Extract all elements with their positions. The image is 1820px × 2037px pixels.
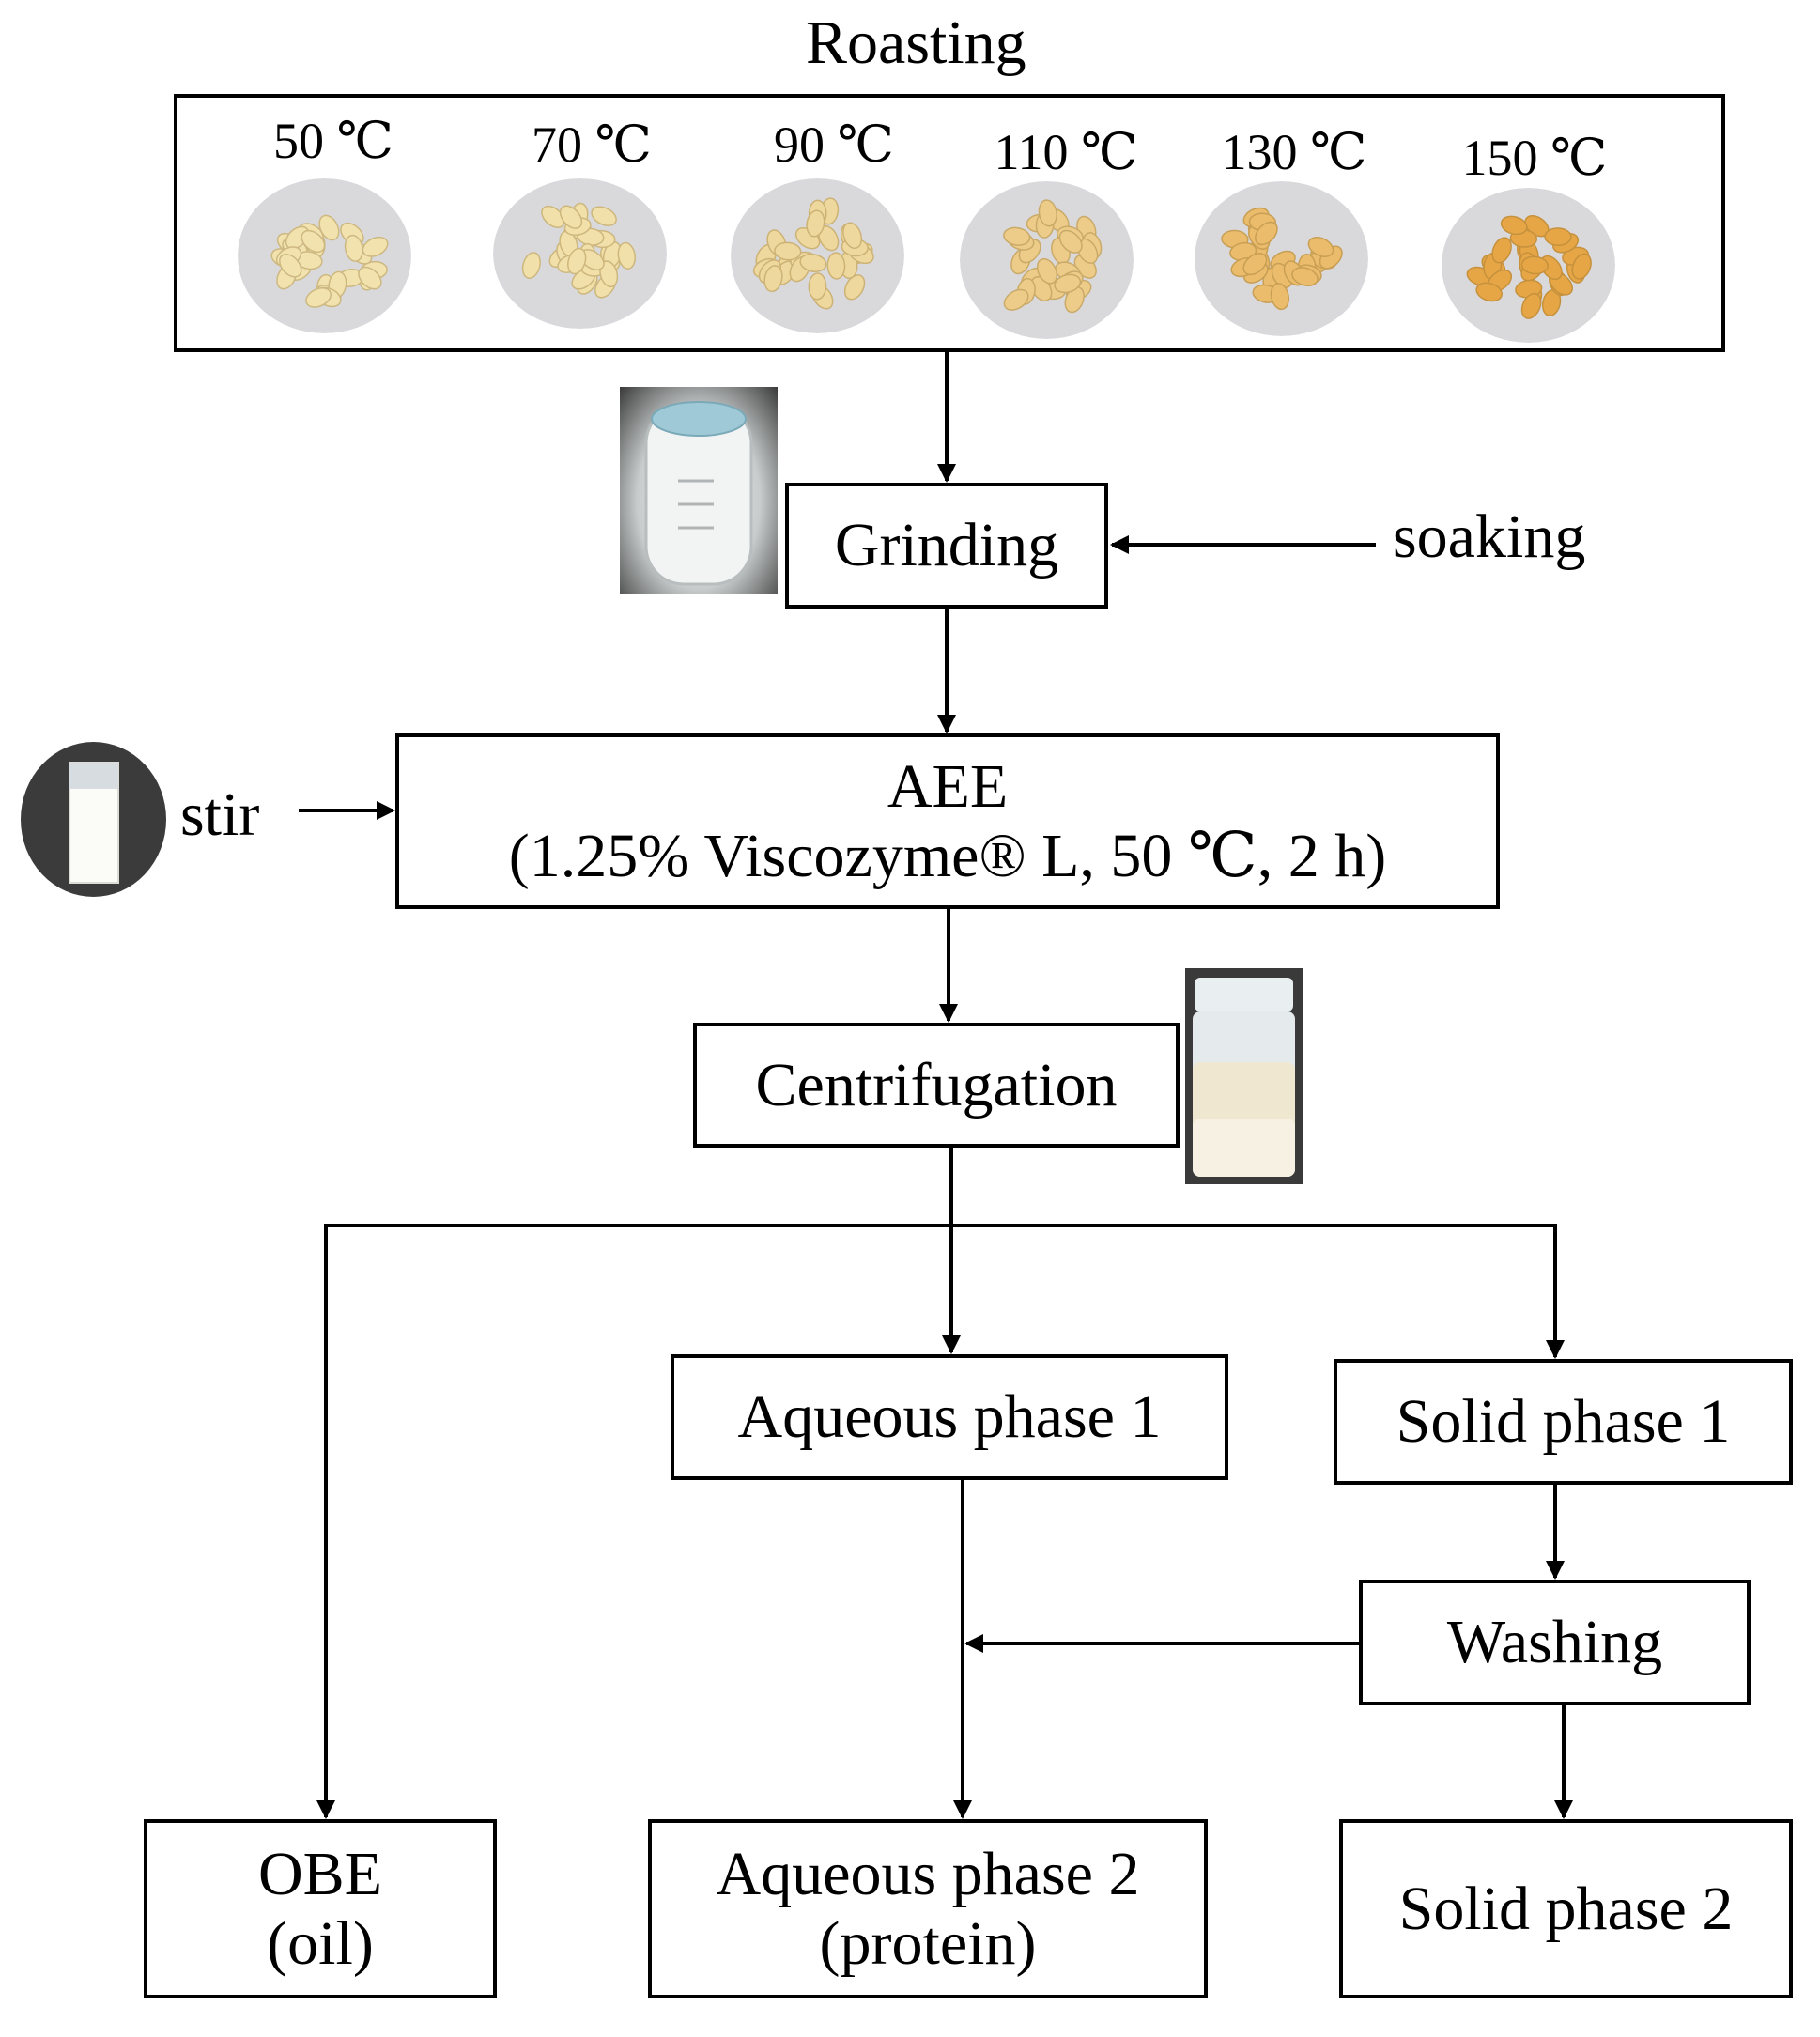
temp-label-130: 130 ℃ — [1221, 124, 1367, 180]
solid-phase-1-box: Solid phase 1 — [1334, 1359, 1793, 1485]
peanut-kernel — [617, 241, 637, 270]
peanut-kernel — [1058, 229, 1083, 254]
peanut-plate-50 — [238, 178, 411, 333]
centrifugation-box: Centrifugation — [693, 1023, 1180, 1148]
obe-box: OBE (oil) — [144, 1819, 497, 1998]
peanut-plate-90 — [731, 178, 904, 333]
peanut-plate-110-drawing — [960, 181, 1134, 339]
peanut-plate-90-drawing — [731, 178, 904, 333]
peanut-kernel — [305, 287, 332, 308]
temp-label-150: 150 ℃ — [1461, 130, 1608, 186]
peanut-plate-150-drawing — [1442, 188, 1615, 343]
peanut-kernel — [1054, 273, 1082, 294]
peanut-kernel — [344, 234, 363, 262]
peanut-kernel — [358, 266, 382, 290]
peanut-kernel — [1500, 215, 1528, 236]
peanut-kernel — [1038, 199, 1057, 227]
peanut-kernel — [599, 260, 619, 288]
peanut-kernel — [1520, 255, 1549, 275]
peanut-kernel — [541, 205, 565, 228]
stir-beaker-drawing — [69, 762, 119, 884]
aee-conditions: (1.25% Viscozyme® L, 50 ℃, 2 h) — [508, 821, 1387, 890]
peanut-kernel — [1491, 237, 1512, 264]
peanut-plate-70 — [493, 178, 667, 329]
aqueous-phase-1-box: Aqueous phase 1 — [671, 1354, 1228, 1480]
soaking-label: soaking — [1393, 502, 1586, 571]
peanut-kernel — [806, 209, 825, 238]
temp-label-50: 50 ℃ — [273, 113, 393, 169]
obe-subtitle: (oil) — [267, 1908, 374, 1978]
centrifuge-jar-photo — [1185, 968, 1303, 1184]
peanut-kernel — [1307, 237, 1334, 257]
peanut-kernel — [842, 222, 863, 250]
peanut-kernel — [826, 252, 846, 280]
washing-label: Washing — [1446, 1608, 1663, 1677]
grinding-box: Grinding — [785, 483, 1108, 609]
aqueous-phase-2-subtitle: (protein) — [819, 1908, 1037, 1978]
peanut-plate-130 — [1195, 181, 1368, 336]
temp-label-70: 70 ℃ — [532, 116, 652, 173]
peanut-plate-150 — [1442, 188, 1615, 343]
peanut-kernel — [567, 247, 587, 275]
peanut-plate-110 — [960, 181, 1134, 339]
peanut-kernel — [774, 241, 802, 261]
peanut-kernel — [591, 206, 617, 226]
aqueous-phase-1-label: Aqueous phase 1 — [737, 1382, 1162, 1452]
peanut-kernel — [1003, 226, 1031, 246]
peanut-kernel — [843, 274, 866, 301]
peanut-kernel — [1003, 288, 1029, 311]
peanut-kernel — [1036, 257, 1058, 285]
grinder-photo — [620, 387, 778, 594]
peanut-kernel — [808, 272, 827, 301]
roasting-title: Roasting — [806, 8, 1026, 77]
centrifuge-jar-drawing — [1193, 978, 1295, 1177]
grinding-label: Grinding — [834, 511, 1059, 580]
peanut-plate-70-drawing — [493, 178, 667, 329]
peanut-kernel — [318, 214, 340, 241]
peanut-kernel — [301, 229, 326, 254]
stir-beaker-photo — [21, 742, 166, 897]
washing-box: Washing — [1359, 1580, 1751, 1705]
peanut-kernel — [1242, 253, 1268, 276]
peanut-kernel — [1270, 283, 1290, 311]
peanut-kernel — [559, 205, 583, 229]
peanut-kernel — [1475, 282, 1504, 302]
peanut-kernel — [1291, 267, 1319, 287]
peanut-kernel — [1571, 253, 1592, 280]
peanut-kernel — [1064, 285, 1085, 314]
temp-label-90: 90 ℃ — [774, 116, 894, 173]
peanut-kernel — [799, 253, 827, 272]
centrifugation-label: Centrifugation — [755, 1050, 1118, 1119]
obe-title: OBE — [258, 1839, 382, 1908]
aee-title: AEE — [887, 751, 1009, 821]
peanut-kernel — [521, 252, 541, 279]
peanut-plate-130-drawing — [1195, 181, 1368, 336]
peanut-kernel — [279, 254, 302, 278]
peanut-kernel — [763, 265, 783, 293]
peanut-plate-50-drawing — [238, 178, 411, 333]
peanut-kernel — [1544, 227, 1572, 246]
solid-phase-2-box: Solid phase 2 — [1339, 1819, 1793, 1998]
solid-phase-2-label: Solid phase 2 — [1398, 1874, 1734, 1943]
aqueous-phase-2-title: Aqueous phase 2 — [716, 1839, 1140, 1908]
aee-box: AEE (1.25% Viscozyme® L, 50 ℃, 2 h) — [395, 733, 1500, 909]
peanut-kernel — [1520, 292, 1542, 319]
stir-label: stir — [180, 780, 260, 849]
grinder-drawing — [644, 401, 753, 586]
aqueous-phase-2-box: Aqueous phase 2 (protein) — [648, 1819, 1208, 1998]
solid-phase-1-label: Solid phase 1 — [1396, 1387, 1731, 1457]
temp-label-110: 110 ℃ — [994, 124, 1138, 180]
peanut-kernel — [1255, 221, 1278, 246]
peanut-kernel — [362, 236, 389, 257]
